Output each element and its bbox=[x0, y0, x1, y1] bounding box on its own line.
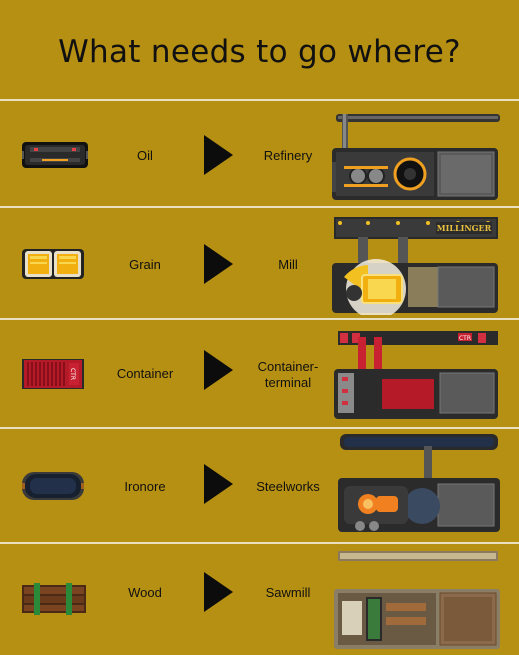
container-terminal-icon: CTR bbox=[328, 327, 502, 423]
cargo-label: Grain bbox=[129, 257, 161, 272]
arrow-right-icon bbox=[204, 244, 233, 284]
cargo-label: Wood bbox=[128, 585, 162, 600]
mill-sign-text: MILLINGER bbox=[437, 223, 492, 233]
arrow-right-icon bbox=[204, 350, 233, 390]
destination-label: Steelworks bbox=[256, 479, 320, 494]
container-wagon-icon: CTR bbox=[22, 357, 84, 391]
arrow-right-icon bbox=[204, 572, 233, 612]
destination-label: Mill bbox=[278, 257, 298, 272]
destination-label-line-1: Container- bbox=[257, 359, 319, 374]
wood-wagon-icon bbox=[22, 581, 86, 617]
destination-label: Sawmill bbox=[265, 585, 311, 600]
cargo-label: Container bbox=[116, 366, 174, 381]
arrow-right-icon bbox=[204, 464, 233, 504]
destination-label-line-2: terminal bbox=[264, 375, 312, 390]
row-divider bbox=[0, 99, 519, 101]
ironore-wagon-icon bbox=[22, 470, 84, 502]
row-container: CTR Container Container- terminal CTR bbox=[0, 319, 519, 427]
row-divider bbox=[0, 427, 519, 429]
refinery-icon bbox=[328, 108, 502, 204]
row-divider bbox=[0, 206, 519, 208]
row-wood: Wood Sawmill bbox=[0, 543, 519, 655]
svg-text:CTR: CTR bbox=[69, 368, 76, 380]
grain-wagon-icon bbox=[22, 247, 84, 281]
row-grain: Grain Mill MILLINGER bbox=[0, 207, 519, 318]
arrow-right-icon bbox=[204, 135, 233, 175]
cargo-label: Oil bbox=[137, 148, 153, 163]
row-oil: Oil Refinery bbox=[0, 100, 519, 206]
terminal-sign-text: CTR bbox=[459, 335, 471, 342]
row-ironore: Ironore Steelworks bbox=[0, 428, 519, 542]
row-divider bbox=[0, 318, 519, 320]
page-title: What needs to go where? bbox=[58, 34, 461, 70]
mill-icon: MILLINGER bbox=[328, 215, 502, 315]
row-divider bbox=[0, 542, 519, 544]
oil-tanker-icon bbox=[22, 138, 88, 172]
cargo-label: Ironore bbox=[124, 479, 166, 494]
sawmill-icon bbox=[328, 547, 502, 653]
destination-label: Container- terminal bbox=[248, 359, 328, 391]
destination-label: Refinery bbox=[263, 148, 313, 163]
steelworks-icon bbox=[328, 432, 502, 536]
